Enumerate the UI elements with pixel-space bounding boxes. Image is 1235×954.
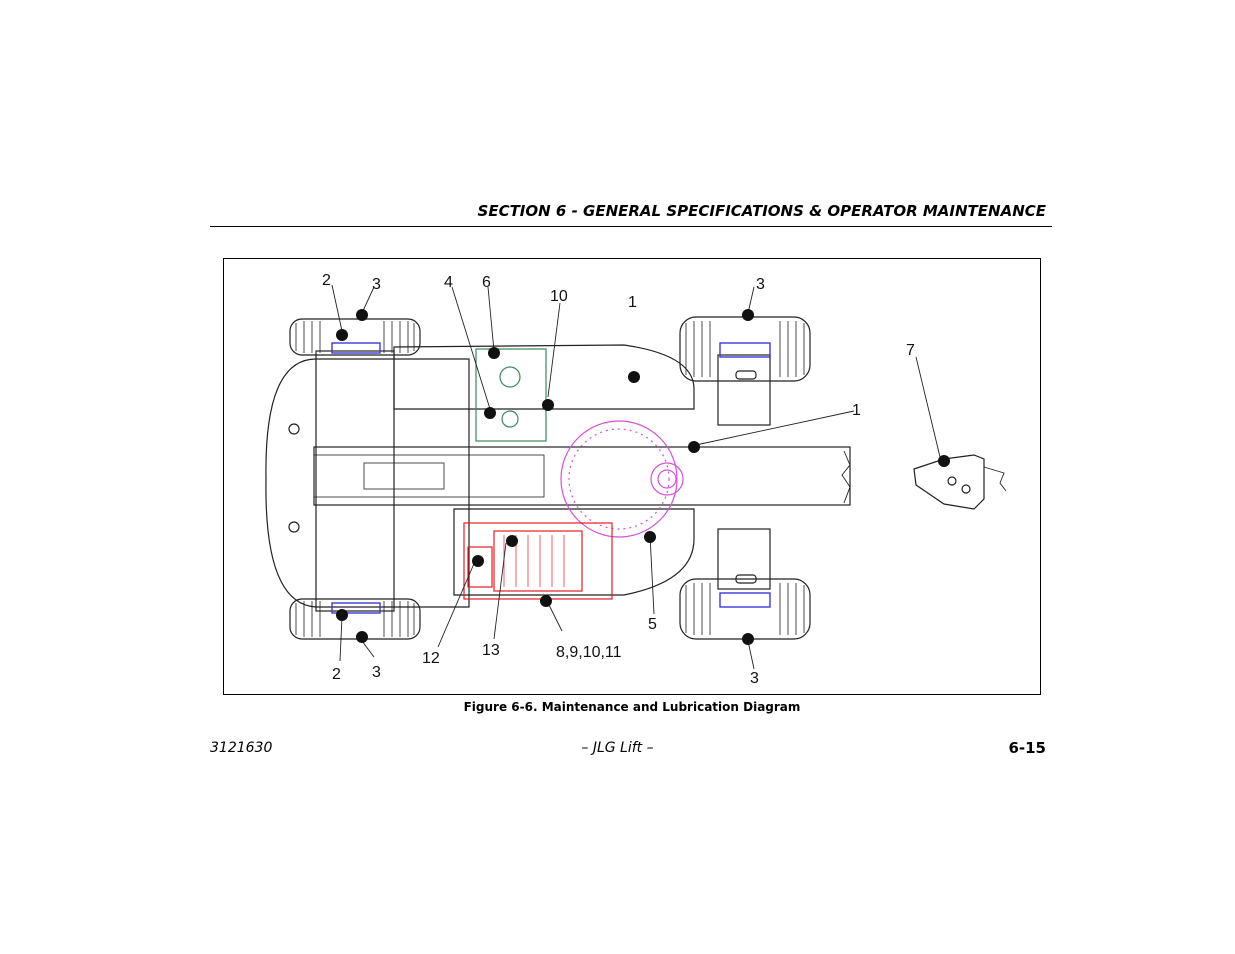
- front-frame-lower: [717, 528, 771, 590]
- front-right-tire: [679, 578, 811, 640]
- front-frame-upper: [717, 354, 771, 426]
- callout-label: 1: [852, 402, 861, 419]
- turntable-cover-top: [393, 344, 695, 410]
- footer-brand: – JLG Lift –: [581, 740, 654, 756]
- section-title: SECTION 6 - GENERAL SPECIFICATIONS & OPE…: [477, 202, 1046, 220]
- axle-hubs: [331, 342, 771, 614]
- callout-label: 6: [482, 274, 491, 291]
- callout-label: 5: [648, 616, 657, 633]
- page-number: 6-15: [1008, 739, 1046, 757]
- callout-label: 3: [372, 664, 381, 681]
- callout-label: 4: [444, 274, 453, 291]
- header-rule: [210, 226, 1052, 227]
- callout-label: 3: [756, 276, 765, 293]
- callout-label: 12: [422, 650, 440, 667]
- callout-label: 7: [906, 342, 915, 359]
- doc-number: 3121630: [210, 740, 273, 756]
- maintenance-diagram-figure: 2 3 4 6 10 1 3 7 1 12 13 8,9,10,11 5 2 3…: [223, 258, 1041, 695]
- rear-right-tire: [289, 598, 421, 640]
- hydraulic-tank: [475, 348, 547, 442]
- callout-label: 1: [628, 294, 637, 311]
- platform-bracket: [913, 454, 1007, 510]
- chassis-outline: [265, 358, 470, 608]
- rear-left-tire: [289, 318, 421, 356]
- figure-caption: Figure 6-6. Maintenance and Lubrication …: [463, 700, 801, 714]
- callout-label: 8,9,10,11: [556, 644, 622, 661]
- turntable-cover-bottom: [453, 508, 695, 596]
- callout-leaders: [331, 284, 941, 670]
- lubrication-points: [336, 309, 950, 645]
- rear-frame: [315, 350, 395, 612]
- turntable-bearing: [560, 420, 684, 538]
- callout-label: 2: [322, 272, 331, 289]
- machine-top-view-drawing: 2 3 4 6 10 1 3 7 1 12 13 8,9,10,11 5 2 3…: [265, 272, 1007, 687]
- callout-label: 2: [332, 666, 341, 683]
- callout-label: 13: [482, 642, 500, 659]
- callout-label: 10: [550, 288, 568, 305]
- callout-label: 3: [372, 276, 381, 293]
- engine: [463, 522, 613, 600]
- callout-label: 3: [750, 670, 759, 687]
